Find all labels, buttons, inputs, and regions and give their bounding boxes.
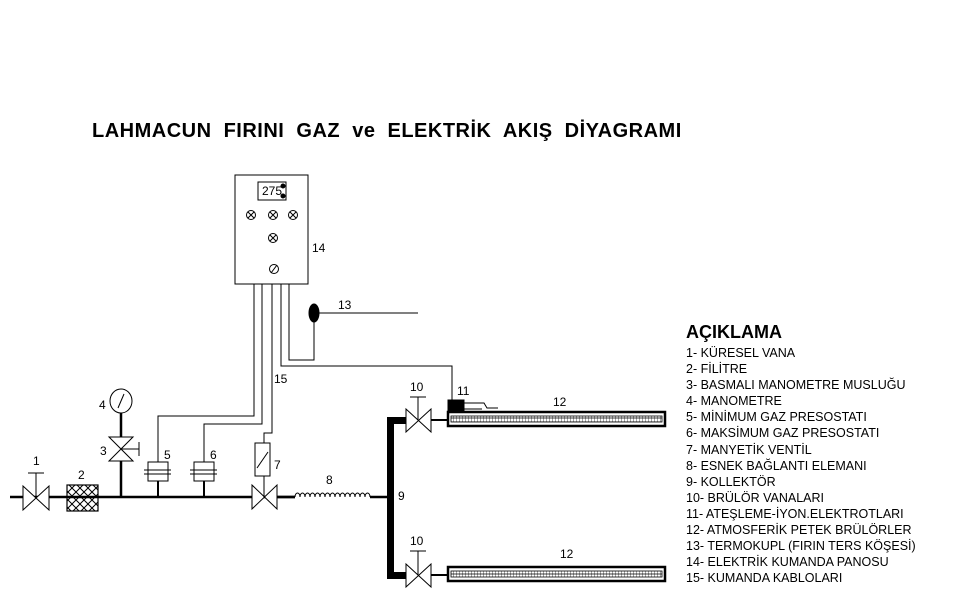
legend-title: AÇIKLAMA (686, 322, 782, 342)
label-12-top: 12 (553, 395, 567, 409)
label-12-bottom: 12 (560, 547, 574, 561)
label-3: 3 (100, 444, 107, 458)
burner-valve-icon (405, 550, 448, 589)
ignition-electrode-icon (447, 399, 498, 412)
thermocouple (308, 303, 418, 323)
label-1: 1 (33, 454, 40, 468)
burner-icon (446, 565, 667, 583)
legend-item: 10- BRÜLÖR VANALARI (686, 490, 825, 505)
label-11: 11 (457, 384, 470, 398)
ball-valve-icon (22, 472, 50, 512)
panel-display: 275 (262, 184, 282, 198)
legend-item: 8- ESNEK BAĞLANTI ELEMANI (686, 458, 867, 473)
legend-item: 14- ELEKTRİK KUMANDA PANOSU (686, 555, 889, 570)
label-8: 8 (326, 473, 333, 487)
legend-item: 11- ATEŞLEME-İYON.ELEKTROTLARI (686, 506, 904, 521)
legend-item: 4- MANOMETRE (686, 394, 782, 409)
legend-item: 5- MİNİMUM GAZ PRESOSTATI (686, 410, 867, 425)
label-9: 9 (398, 489, 405, 503)
control-cables (157, 284, 453, 462)
switch-icon (269, 264, 279, 274)
label-14: 14 (312, 241, 326, 255)
label-6: 6 (210, 448, 217, 462)
legend-item: 9- KOLLEKTÖR (686, 474, 776, 489)
indicator-lamp-icon (268, 210, 278, 220)
label-4: 4 (99, 398, 106, 412)
gauge-cock-icon (107, 413, 140, 497)
label-10-bottom: 10 (410, 534, 424, 548)
legend-item: 1- KÜRESEL VANA (686, 346, 796, 360)
label-10-top: 10 (410, 380, 424, 394)
filter-icon (66, 484, 99, 512)
collector-manifold (387, 417, 407, 579)
label-5: 5 (164, 448, 171, 462)
indicator-lamp-icon (268, 233, 278, 243)
manometer-icon (109, 388, 133, 414)
label-2: 2 (78, 468, 85, 482)
diagram-title: LAHMACUN FIRINI GAZ ve ELEKTRİK AKIŞ DİY… (92, 120, 682, 142)
legend-item: 15- KUMANDA KABLOLARI (686, 571, 843, 586)
label-7: 7 (274, 458, 281, 472)
indicator-lamp-icon (246, 210, 256, 220)
indicator-lamp-icon (288, 210, 298, 220)
flexible-hose-icon (277, 492, 390, 499)
legend-item: 12- ATMOSFERİK PETEK BRÜLÖRLER (686, 523, 912, 538)
legend-item: 3- BASMALI MANOMETRE MUSLUĞU (686, 378, 906, 393)
legend-item: 13- TERMOKUPL (FIRIN TERS KÖŞESİ) (686, 539, 916, 554)
label-15: 15 (274, 372, 288, 386)
solenoid-valve-icon (251, 442, 278, 511)
control-panel: 275 (234, 174, 309, 285)
burner-valve-icon (405, 396, 448, 434)
max-pressure-switch-icon (190, 461, 217, 497)
legend-item: 6- MAKSİMUM GAZ PRESOSTATI (686, 426, 880, 441)
label-13: 13 (338, 298, 352, 312)
legend-item: 2- FİLİTRE (686, 362, 748, 377)
min-pressure-switch-icon (144, 461, 171, 497)
burner-icon (446, 410, 667, 428)
legend-item: 7- MANYETİK VENTİL (686, 442, 812, 457)
